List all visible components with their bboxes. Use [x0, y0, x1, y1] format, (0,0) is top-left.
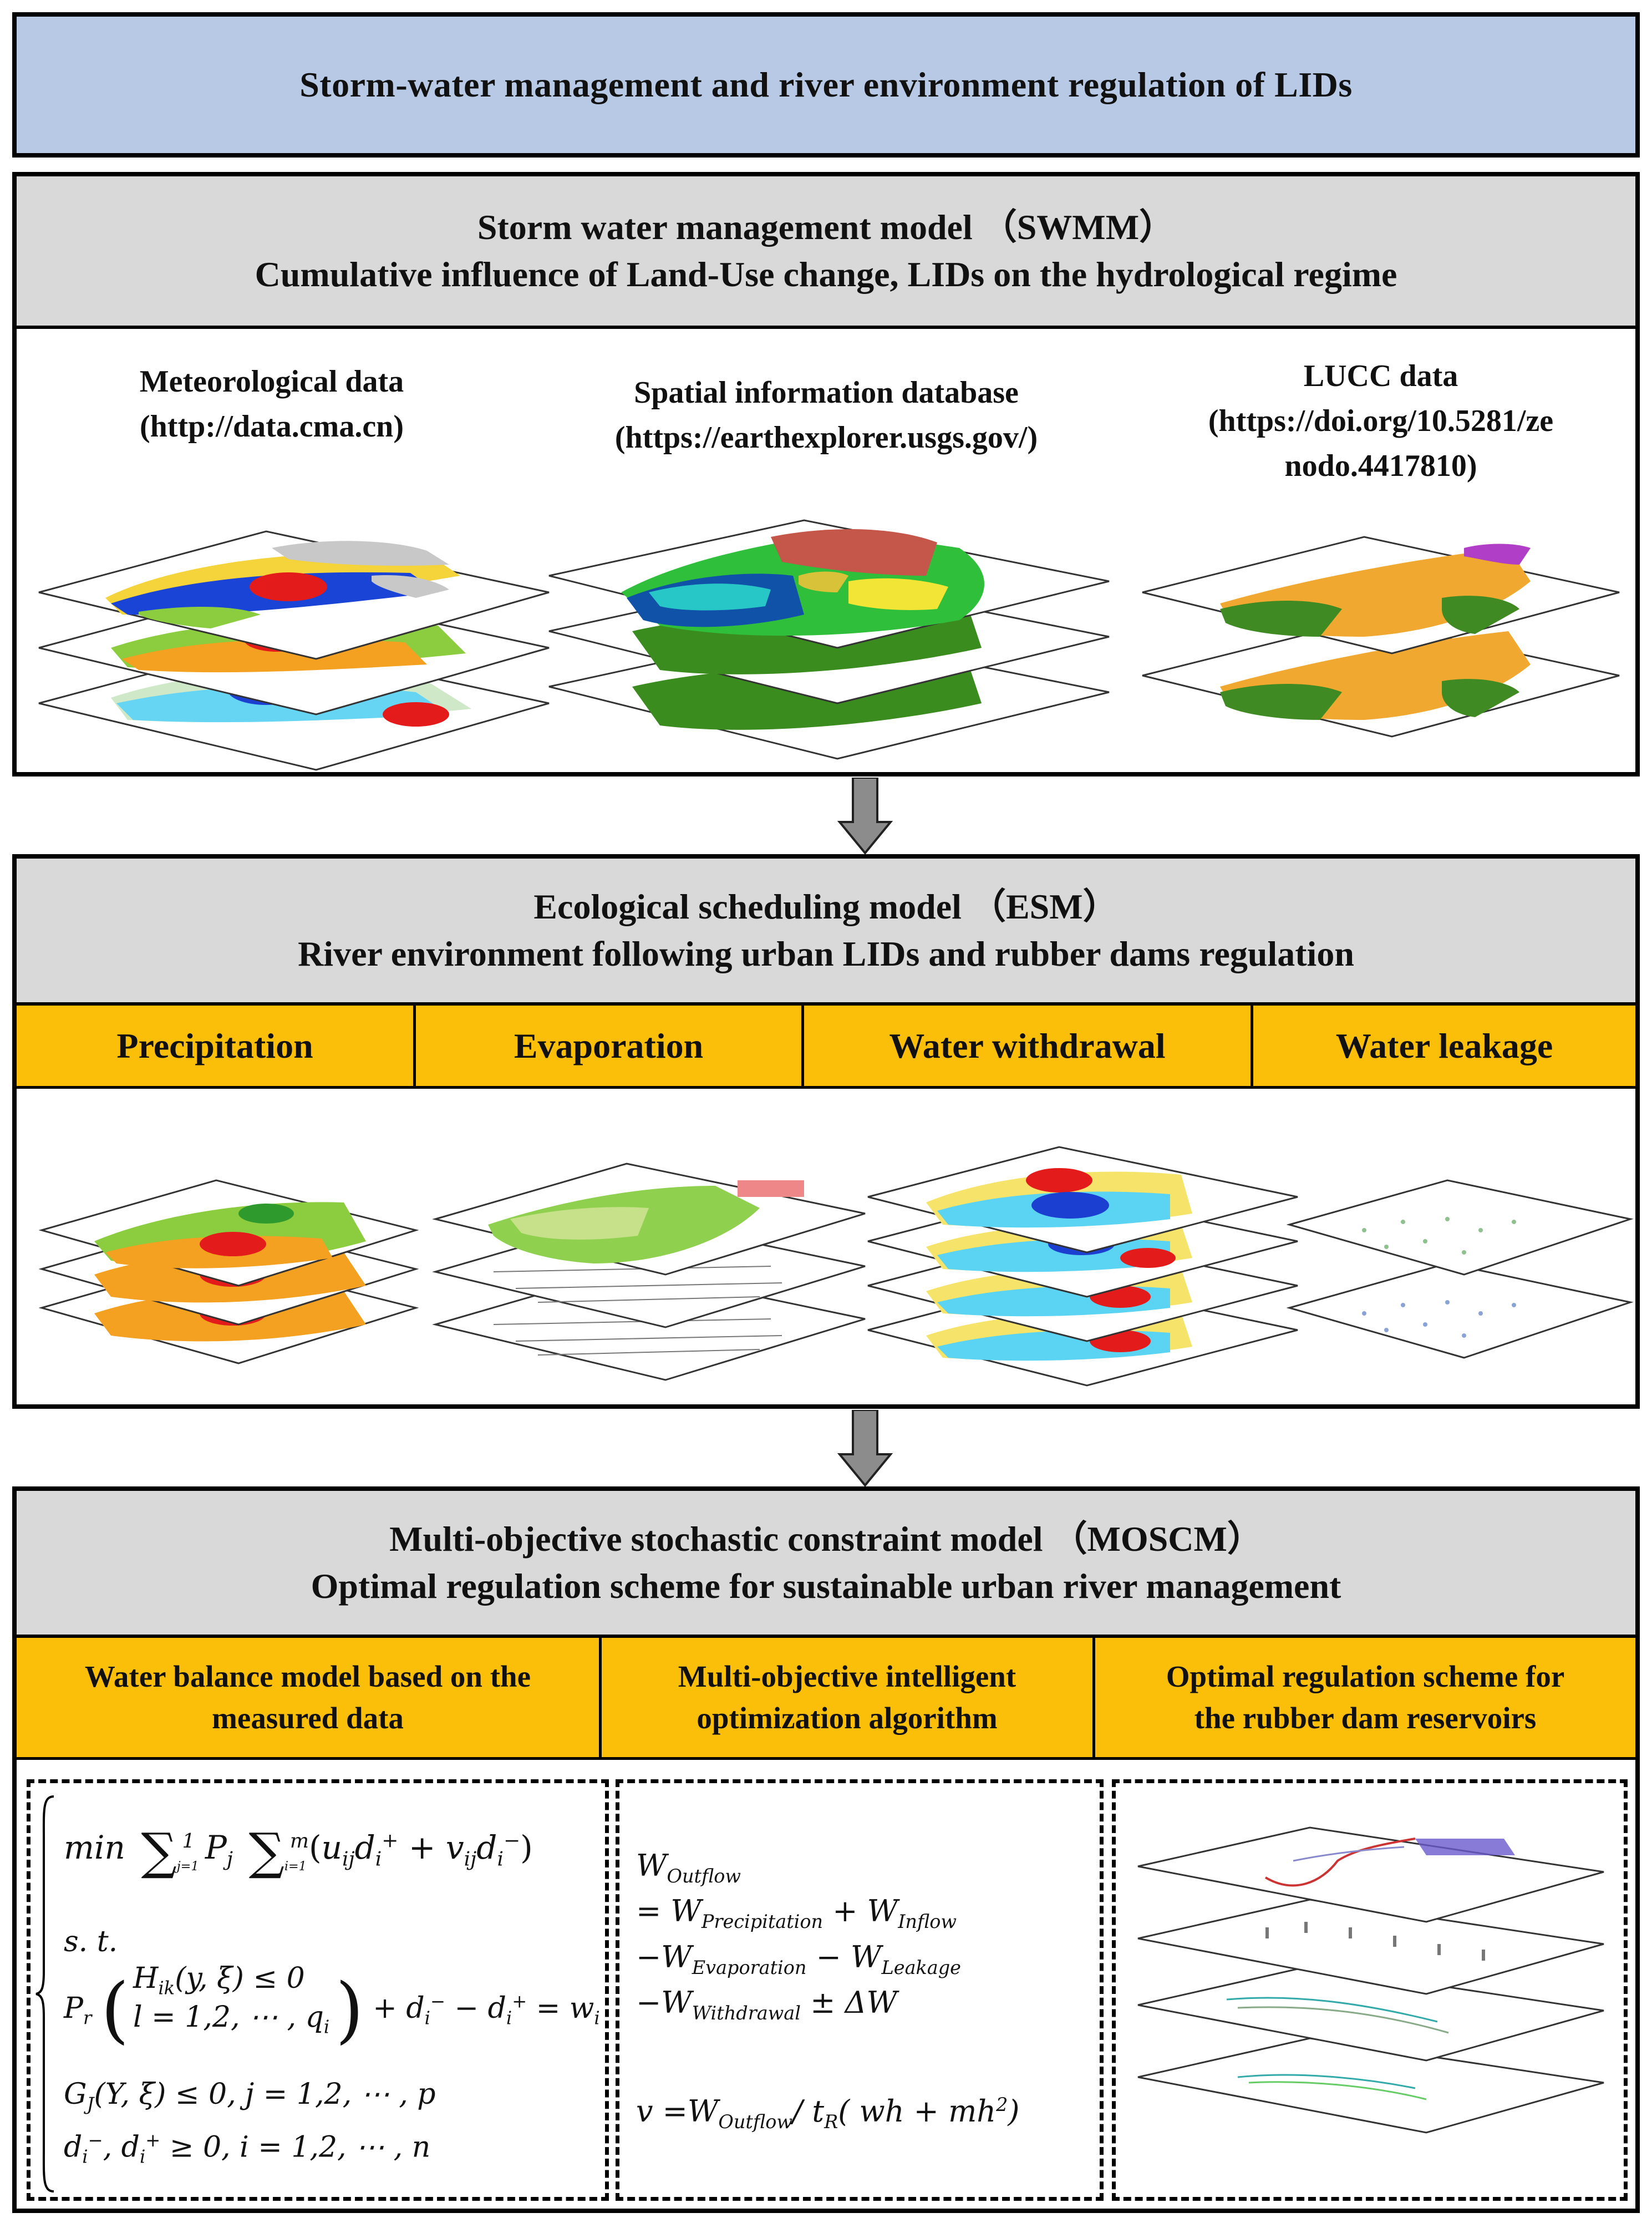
- tab-water-balance-model: Water balance model based on the measure…: [17, 1638, 602, 1757]
- velocity-equation: v =WOutflow/ tR( wh + mh2): [636, 2094, 1020, 2133]
- swmm-header: Storm water management model （SWMM） Cumu…: [17, 176, 1635, 329]
- meteorological-data-label: Meteorological data (http://data.cma.cn): [139, 364, 404, 444]
- main-title-bar: Storm-water management and river environ…: [12, 12, 1640, 158]
- meteo-layer-1: [38, 530, 550, 660]
- general-constraint: GJ(Y, ξ) ≤ 0, j = 1,2, ⋯ , p: [64, 2078, 436, 2115]
- tab-optimization-algorithm: Multi-objective intelligent optimization…: [602, 1638, 1095, 1757]
- scheme-layer-2: [1137, 1899, 1604, 1995]
- precipitation-layers-graphic: [38, 1179, 419, 1364]
- withdrawal-layers-graphic: [867, 1146, 1298, 1387]
- esm-section: Ecological scheduling model （ESM） River …: [12, 854, 1640, 1409]
- leakage-layers-graphic: [1286, 1179, 1634, 1359]
- tab-water-leakage: Water leakage: [1253, 1006, 1635, 1086]
- scheme-layer-1: [1137, 1826, 1604, 1923]
- tab-evaporation: Evaporation: [416, 1006, 804, 1086]
- esm-tabs: Precipitation Evaporation Water withdraw…: [17, 1006, 1635, 1089]
- regulation-scheme-layers-graphic: [1137, 1826, 1604, 2134]
- down-arrow-2: [837, 1410, 893, 1488]
- esm-header: Ecological scheduling model （ESM） River …: [17, 859, 1635, 1006]
- esm-subtitle: River environment following urban LIDs a…: [298, 933, 1354, 973]
- objective-function: min ∑j=11 Pj ∑i=1m(uijdi+ + vijdi−): [64, 1823, 533, 1881]
- leakage-layer-1: [1286, 1179, 1634, 1276]
- evaporation-layers-graphic: [432, 1163, 866, 1381]
- moscm-section: Multi-objective stochastic constraint mo…: [12, 1486, 1640, 2213]
- swmm-title: Storm water management model （SWMM）: [477, 207, 1175, 247]
- scheme-layer-3: [1137, 1965, 1604, 2062]
- probability-constraint: Pr (: [64, 1967, 129, 2052]
- evap-layer-1: [432, 1163, 866, 1276]
- down-arrow-1: [837, 778, 893, 855]
- swmm-section: Storm water management model （SWMM） Cumu…: [12, 172, 1640, 776]
- regulation-scheme-box: [1112, 1779, 1628, 2201]
- deviation-constraint: di−, di+ ≥ 0, i = 1,2, ⋯ , n: [64, 2130, 431, 2168]
- formula-box-water-balance: min ∑j=11 Pj ∑i=1m(uijdi+ + vijdi−) s. t…: [27, 1779, 609, 2201]
- tab-water-withdrawal: Water withdrawal: [804, 1006, 1253, 1086]
- scheme-layer-4: [1137, 2037, 1604, 2134]
- left-brace: [35, 1795, 54, 2192]
- esm-title: Ecological scheduling model （ESM）: [533, 887, 1119, 927]
- moscm-title: Multi-objective stochastic constraint mo…: [389, 1519, 1263, 1559]
- main-title: Storm-water management and river environ…: [299, 65, 1353, 104]
- swmm-subtitle: Cumulative influence of Land-Use change,…: [255, 254, 1397, 294]
- spatial-layer-1: [548, 519, 1110, 649]
- tab-optimal-regulation-scheme: Optimal regulation scheme for the rubber…: [1095, 1638, 1635, 1757]
- leakage-layer-2: [1286, 1262, 1634, 1359]
- moscm-tabs: Water balance model based on the measure…: [17, 1638, 1635, 1760]
- formula-box-algorithm: WOutflow = WPrecipitation + WInflow −WEv…: [616, 1779, 1104, 2201]
- moscm-header: Multi-objective stochastic constraint mo…: [17, 1491, 1635, 1638]
- subject-to-label: s. t.: [64, 1925, 118, 1958]
- spatial-database-label: Spatial information database (https://ea…: [614, 375, 1038, 455]
- lucc-data-label: LUCC data (https://doi.org/10.5281/ze no…: [1208, 359, 1554, 484]
- moscm-subtitle: Optimal regulation scheme for sustainabl…: [311, 1566, 1341, 1606]
- meteorological-layers-graphic: [38, 530, 550, 771]
- spatial-database-layers-graphic: [548, 519, 1110, 760]
- water-balance-equation: WOutflow = WPrecipitation + WInflow −WEv…: [636, 1848, 961, 2024]
- tab-precipitation: Precipitation: [17, 1006, 416, 1086]
- lucc-layer-1: [1142, 536, 1620, 654]
- precip-layer-1: [38, 1179, 419, 1287]
- probability-constraint-tail: ) + di− − di+ = wi: [336, 1967, 600, 2052]
- lucc-layer-2: [1142, 619, 1620, 738]
- withdrawal-layer-1: [867, 1146, 1298, 1253]
- lucc-layers-graphic: [1142, 536, 1620, 738]
